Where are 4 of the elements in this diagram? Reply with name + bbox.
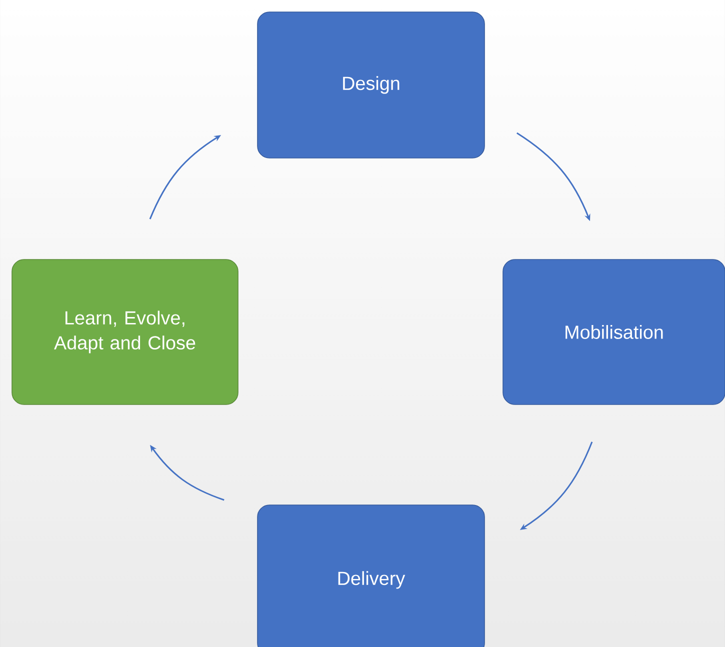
- process-box: Mobilisation: [502, 259, 725, 405]
- process-box: Design: [257, 12, 485, 158]
- process-box: Learn, Evolve, Adapt and Close: [12, 259, 238, 405]
- process-box: Delivery: [257, 504, 485, 647]
